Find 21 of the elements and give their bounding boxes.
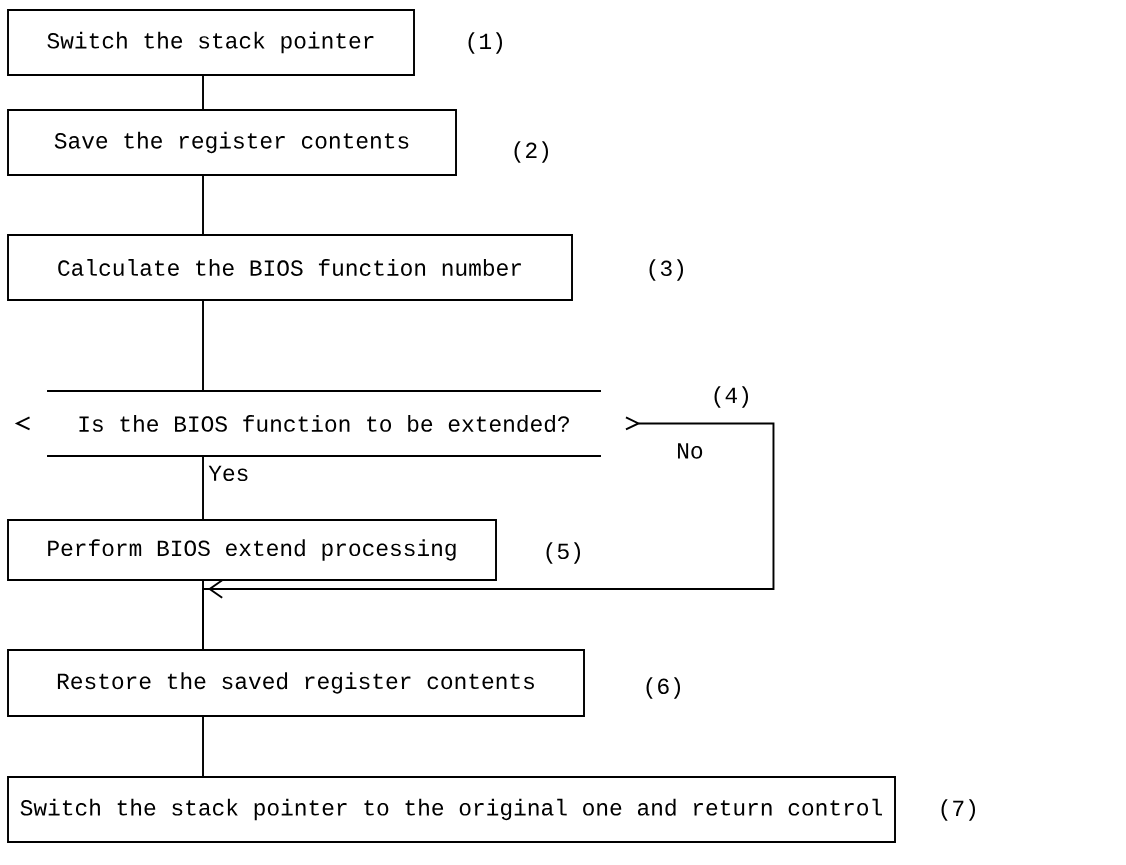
step-number: (1) — [468, 32, 502, 54]
step-number: (3) — [649, 259, 683, 281]
step-number: (7) — [941, 799, 975, 821]
process-box: Restore the saved register contents — [7, 649, 585, 717]
process-box: Switch the stack pointer — [7, 9, 415, 76]
connector-line — [202, 300, 204, 392]
connector-line — [202, 175, 204, 235]
step-number: (2) — [514, 141, 548, 163]
connector-line — [202, 75, 204, 110]
step-number: (6) — [646, 677, 680, 699]
connector-line — [202, 455, 204, 520]
process-box: Perform BIOS extend processing — [7, 519, 497, 581]
edge-label: No — [674, 441, 706, 461]
connector-line — [202, 716, 204, 777]
step-number: (4) — [714, 386, 748, 408]
process-box: Calculate the BIOS function number — [7, 234, 573, 301]
connector-line — [202, 422, 775, 650]
edge-label: Yes — [206, 464, 252, 483]
process-box: Save the register contents — [7, 109, 457, 176]
process-box: Switch the stack pointer to the original one and return control — [7, 776, 896, 843]
step-number: (5) — [546, 542, 580, 564]
